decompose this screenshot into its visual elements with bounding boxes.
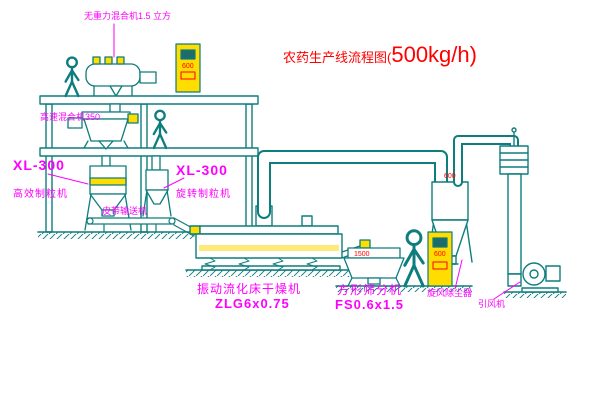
worker-figure-icon bbox=[152, 109, 168, 150]
control-cabinet-right bbox=[427, 231, 453, 287]
label-fluid-bed-dryer: 振动流化床干燥机 bbox=[197, 282, 302, 296]
belt-conveyor bbox=[86, 217, 197, 237]
leader-lines bbox=[47, 23, 521, 300]
cyclone-dim: 600 bbox=[444, 173, 456, 180]
label-granulator-left: 高效制粒机 bbox=[13, 189, 68, 200]
title-capacity: 500kg/h) bbox=[391, 42, 477, 67]
granulator-center bbox=[142, 155, 172, 217]
granulator-left bbox=[84, 155, 132, 231]
cabinet-top-dim: 600 bbox=[182, 63, 194, 70]
dimension-annotations: 600 600 600 1500 bbox=[182, 63, 456, 258]
zero-gravity-mixer bbox=[85, 56, 157, 97]
label-cyclone: 旋风除尘器 bbox=[427, 288, 473, 298]
building-structure bbox=[39, 95, 259, 233]
label-xl300-left: XL-300 bbox=[13, 157, 65, 173]
exhaust-duct bbox=[257, 150, 448, 219]
control-cabinet-top bbox=[175, 43, 201, 93]
label-belt-conveyor: 皮带输送机 bbox=[102, 206, 148, 216]
label-zero-gravity-mixer: 无重力混合机1.5 立方 bbox=[84, 11, 172, 21]
high-speed-mixer bbox=[67, 103, 139, 150]
label-dryer-model: ZLG6x0.75 bbox=[215, 296, 290, 311]
label-square-sifter: 方形筛分机 bbox=[337, 283, 403, 297]
title-prefix: 农药生产线流程图( bbox=[283, 50, 392, 65]
square-sifter bbox=[341, 239, 405, 287]
label-rotary-granulator: 旋转制粒机 bbox=[176, 189, 231, 200]
label-xl300-center: XL-300 bbox=[176, 162, 228, 178]
label-induced-draft-fan: 引风机 bbox=[478, 299, 506, 309]
exhaust-stack bbox=[499, 127, 529, 287]
worker-figure-icon bbox=[403, 229, 425, 288]
label-sifter-model: FS0.6x1.5 bbox=[335, 297, 404, 312]
induced-draft-fan bbox=[521, 262, 561, 293]
sifter-dim: 1500 bbox=[354, 251, 370, 258]
worker-figure-icon bbox=[64, 56, 80, 98]
cabinet-right-dim: 600 bbox=[434, 251, 446, 258]
label-high-speed-mixer: 高速混合机350 bbox=[40, 112, 101, 122]
diagram-title: 农药生产线流程图( 500kg/h) bbox=[283, 42, 477, 68]
